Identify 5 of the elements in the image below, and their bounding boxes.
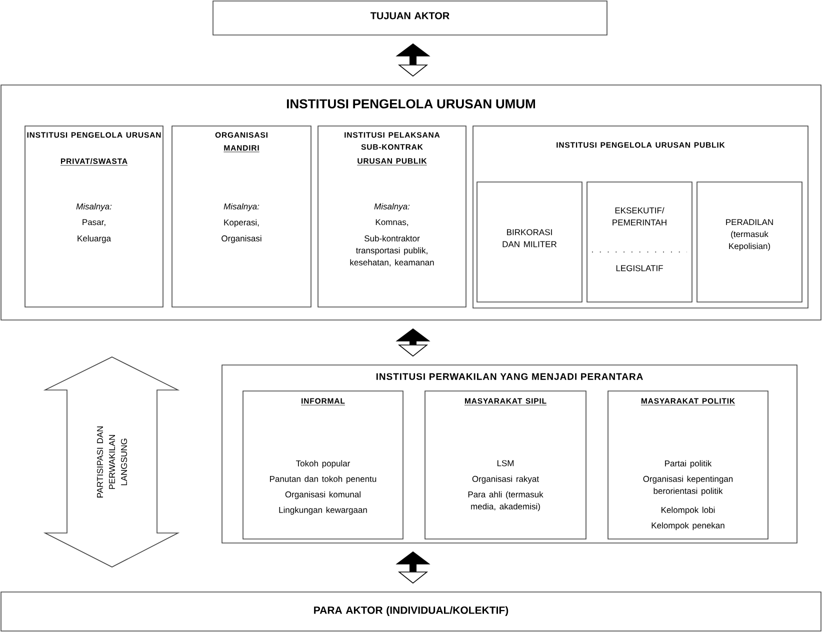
institution-box: EKSEKUTIF/ PEMERINTAH LEGISLATIF — [586, 182, 692, 302]
heading-box: TUJUAN AKTOR — [212, 0, 608, 36]
institution-box: PERADILAN (termasuk Kepolisian) — [696, 182, 802, 302]
heading-box: PARA AKTOR (INDIVIDUAL/KOLEKTIF) — [0, 592, 822, 632]
institution-box: BIRKORASI DAN MILITER — [476, 182, 582, 302]
